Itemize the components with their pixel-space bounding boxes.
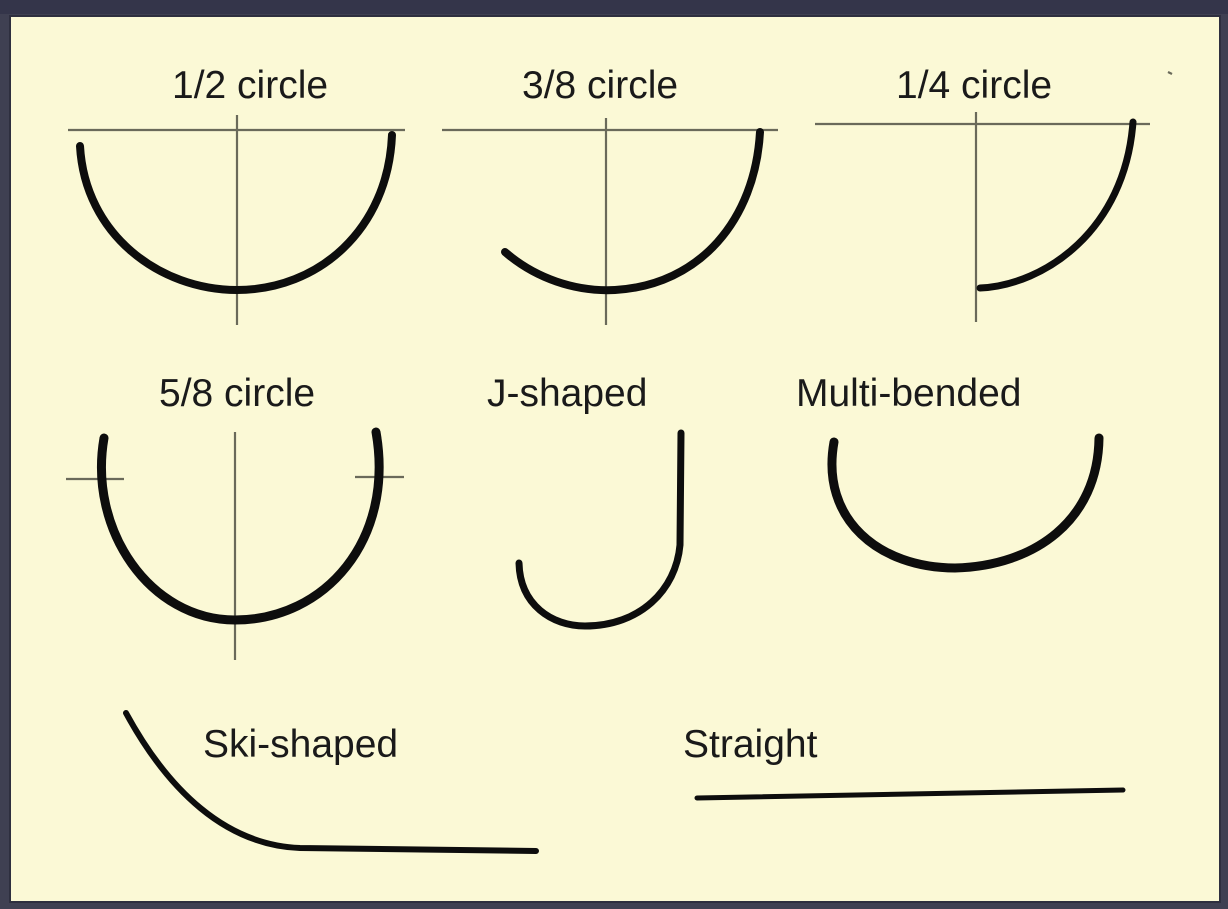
label-three-eighths-circle: 3/8 circle xyxy=(522,64,679,107)
five-eighths-circle-figure xyxy=(66,427,404,660)
ski-shaped-needle xyxy=(123,710,539,854)
straight-needle xyxy=(694,787,1126,801)
five-eighths-circle-needle xyxy=(97,427,384,625)
corner-tick-mark xyxy=(1167,71,1173,75)
three-eighths-circle-needle xyxy=(501,128,764,295)
label-five-eighths-circle: 5/8 circle xyxy=(159,372,316,415)
label-straight: Straight xyxy=(683,723,818,766)
label-multi-bended: Multi-bended xyxy=(796,372,1022,415)
label-half-circle: 1/2 circle xyxy=(172,64,329,107)
quarter-circle-needle xyxy=(976,118,1137,292)
diagram-panel xyxy=(9,15,1221,903)
half-circle-figure xyxy=(68,115,405,325)
label-ski-shaped: Ski-shaped xyxy=(203,723,399,766)
label-j-shaped: J-shaped xyxy=(487,372,648,415)
quarter-circle-figure xyxy=(815,71,1173,322)
j-shaped-needle xyxy=(515,429,685,630)
frame-top-edge xyxy=(0,0,1228,14)
multi-bended-needle xyxy=(827,433,1104,573)
label-quarter-circle: 1/4 circle xyxy=(896,64,1053,107)
three-eighths-circle-figure xyxy=(442,118,778,325)
half-circle-needle xyxy=(76,131,396,294)
